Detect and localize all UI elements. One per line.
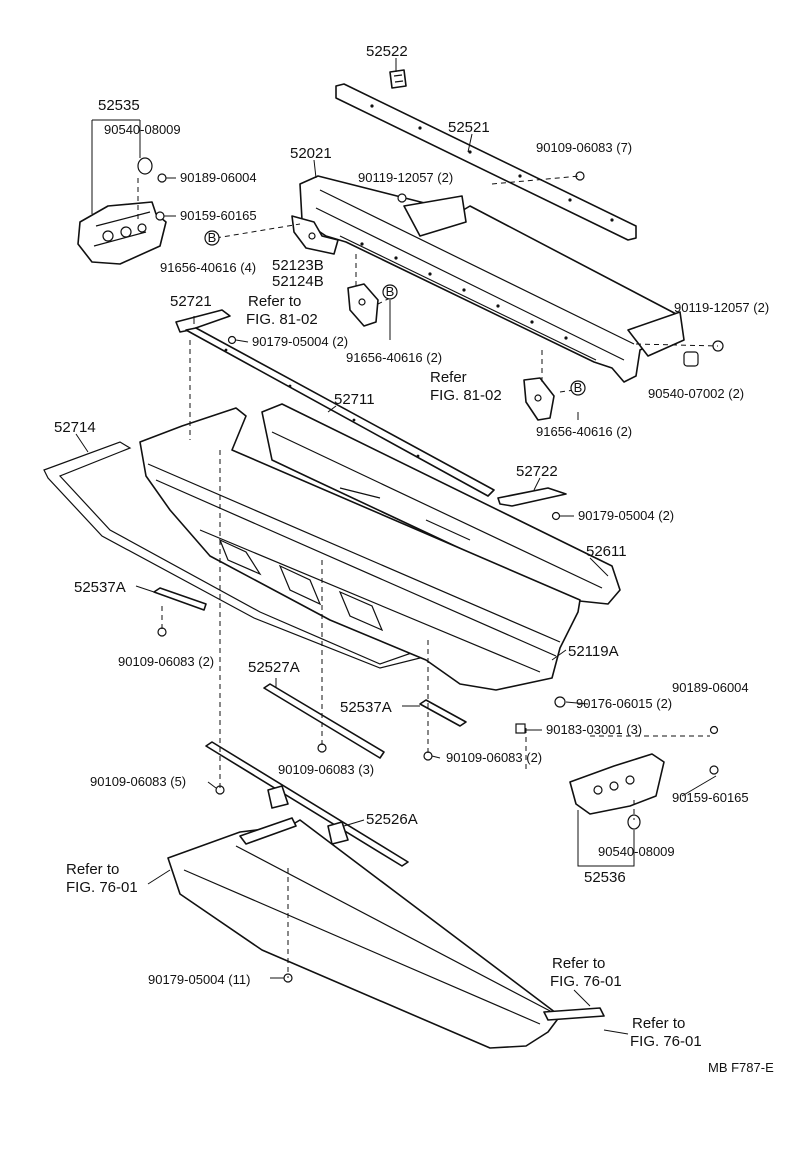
svg-text:B: B — [208, 230, 217, 245]
label-refer-81-02-b-2: FIG. 81-02 — [430, 387, 502, 404]
label-91656-40616-2a: 91656-40616 (2) — [346, 350, 442, 365]
label-90179-05004-2b: 90179-05004 (2) — [578, 508, 674, 523]
bolt-90109-06083-2-center — [423, 751, 433, 761]
part-lower-skirt — [167, 817, 605, 1049]
part-52119A-bumper — [139, 407, 581, 691]
cushion-90540-07002 — [683, 351, 699, 367]
label-52119A: 52119A — [568, 643, 619, 660]
part-52537A-left — [153, 587, 207, 611]
label-52537A-center: 52537A — [340, 699, 392, 716]
bolt-90109-06083-2-left — [157, 627, 167, 637]
label-90183-03001: 90183-03001 (3) — [546, 722, 642, 737]
label-91656-40616-4: 91656-40616 (4) — [160, 260, 256, 275]
bolt-90109-06083-3 — [317, 743, 327, 753]
nut-90540-08009-right — [627, 814, 641, 830]
svg-text:B: B — [386, 284, 395, 299]
label-52537A-left: 52537A — [74, 579, 126, 596]
part-52714-gasket — [43, 441, 461, 669]
label-52611: 52611 — [586, 543, 627, 560]
label-refer-76-01-b-2: FIG. 76-01 — [550, 973, 622, 990]
label-refer-76-01-c-1: Refer to — [632, 1015, 685, 1032]
label-refer-81-02-a-2: FIG. 81-02 — [246, 311, 318, 328]
label-refer-76-01-b-1: Refer to — [552, 955, 605, 972]
part-52522-clip — [389, 69, 407, 89]
nut-90540-08009-top — [137, 157, 153, 175]
label-90109-06083-3: 90109-06083 (3) — [278, 762, 374, 777]
part-52526A — [205, 741, 409, 867]
label-90176-06015: 90176-06015 (2) — [576, 696, 672, 711]
label-52123B: 52123B — [272, 257, 324, 274]
part-52535-bracket — [77, 201, 167, 265]
label-90109-06083-5: 90109-06083 (5) — [90, 774, 186, 789]
callout-b-center: B — [382, 284, 398, 300]
bolt-90189-06004-right — [709, 725, 719, 735]
label-52714: 52714 — [54, 419, 96, 436]
label-refer-81-02-a-1: Refer to — [248, 293, 301, 310]
part-52521-strip — [335, 83, 637, 241]
svg-text:B: B — [574, 380, 583, 395]
label-52722: 52722 — [516, 463, 558, 480]
label-52521: 52521 — [448, 119, 490, 136]
leader-lines — [75, 58, 717, 1035]
label-90159-60165-right: 90159-60165 — [672, 790, 749, 805]
label-52527A: 52527A — [248, 659, 300, 676]
part-52722-end — [497, 487, 567, 507]
bolt-90119-12057-top — [397, 193, 407, 203]
part-52536-bracket — [569, 753, 665, 815]
part-center-bracket-b — [523, 377, 555, 421]
label-91656-40616-2b: 91656-40616 (2) — [536, 424, 632, 439]
label-90109-06083-2-center: 90109-06083 (2) — [446, 750, 542, 765]
label-refer-76-01-a-2: FIG. 76-01 — [66, 879, 138, 896]
label-refer-81-02-b-1: Refer — [430, 369, 467, 386]
clip-90183-03001 — [515, 723, 526, 734]
label-90179-05004-11: 90179-05004 (11) — [148, 972, 250, 987]
nut-90176-06015 — [554, 696, 566, 708]
callout-b-left: B — [204, 230, 220, 246]
label-refer-76-01-a-1: Refer to — [66, 861, 119, 878]
part-center-bracket-a — [347, 283, 379, 327]
label-52535: 52535 — [98, 97, 140, 114]
label-52124B: 52124B — [272, 273, 324, 290]
label-52536: 52536 — [584, 869, 626, 886]
figure-code: MB F787-E — [708, 1060, 774, 1075]
part-52611-cover — [261, 403, 621, 605]
label-90540-08009-top: 90540-08009 — [104, 122, 181, 137]
label-90189-06004-right: 90189-06004 — [672, 680, 749, 695]
clip-90179-05004-b — [551, 511, 561, 521]
label-52711: 52711 — [334, 391, 375, 408]
label-90119-12057-right: 90119-12057 (2) — [674, 300, 769, 315]
label-52522: 52522 — [366, 43, 408, 60]
part-52711-molding — [185, 327, 495, 497]
label-90109-06083-7: 90109-06083 (7) — [536, 140, 632, 155]
bolt-90159-60165-top — [155, 211, 165, 221]
label-refer-76-01-c-2: FIG. 76-01 — [630, 1033, 702, 1050]
label-90189-06004-top: 90189-06004 — [180, 170, 257, 185]
callout-b-right: B — [570, 380, 586, 396]
label-90119-12057-top: 90119-12057 (2) — [358, 170, 453, 185]
part-52527A — [263, 683, 385, 759]
part-52123B-bracket — [291, 215, 339, 255]
label-52721: 52721 — [170, 293, 212, 310]
label-90540-08009-right: 90540-08009 — [598, 844, 675, 859]
label-52526A: 52526A — [366, 811, 418, 828]
part-52721-end — [175, 309, 231, 333]
label-90540-07002: 90540-07002 (2) — [648, 386, 744, 401]
part-labels: 52522 52521 52535 90540-08009 90189-0600… — [54, 43, 774, 1075]
label-52021: 52021 — [290, 145, 332, 162]
part-52537A-center — [419, 699, 467, 727]
clip-90179-05004-a — [227, 335, 237, 345]
bolt-90159-60165-right — [709, 765, 719, 775]
label-90159-60165-top: 90159-60165 — [180, 208, 257, 223]
bolt-90189-06004-top — [157, 173, 167, 183]
label-90179-05004-2a: 90179-05004 (2) — [252, 334, 348, 349]
label-90109-06083-2-left: 90109-06083 (2) — [118, 654, 214, 669]
